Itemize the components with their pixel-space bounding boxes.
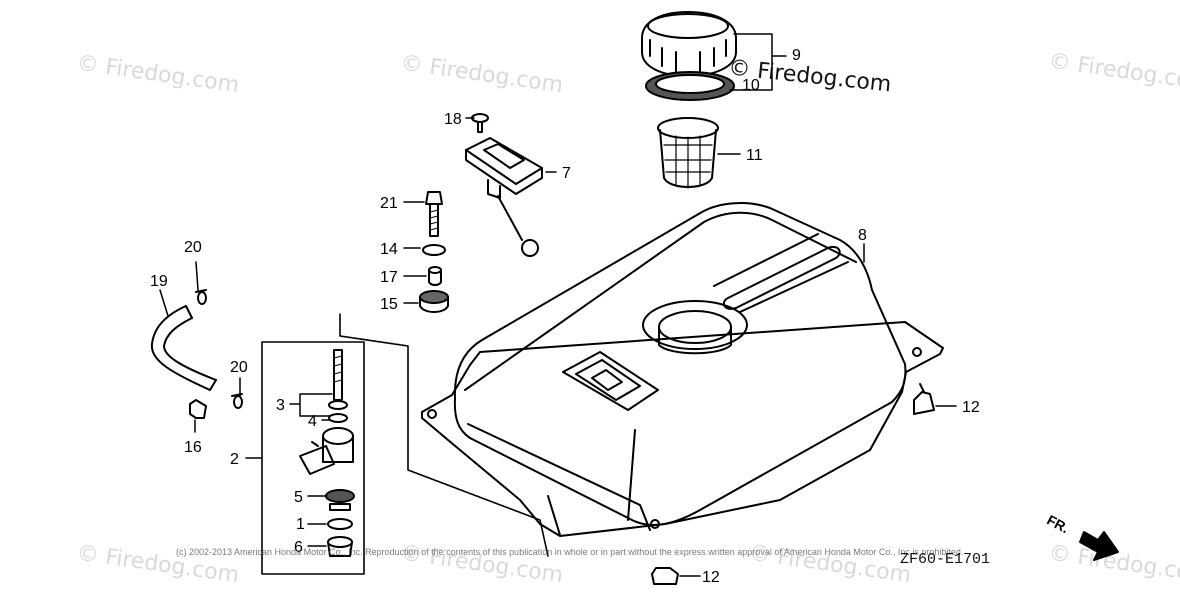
hose-clip-upper: [195, 289, 207, 305]
fuel-strainer: [657, 117, 719, 189]
callout-12-right: 12: [962, 399, 980, 416]
callout-8: 8: [858, 227, 867, 244]
o-ring-4: [328, 413, 348, 423]
callout-4: 4: [308, 413, 317, 430]
leader-lines: [159, 33, 957, 577]
fuel-cock-assembly-box: [261, 313, 549, 575]
callout-12-bottom: 12: [702, 569, 720, 586]
hose-end-16: [189, 399, 207, 419]
bolt-21: [425, 191, 443, 237]
fuel-cup-6: [327, 536, 353, 557]
callout-2: 2: [230, 451, 239, 468]
diagram-code: ZF60-E1701: [900, 551, 991, 568]
callout-16: 16: [184, 439, 202, 456]
collar-17: [428, 266, 442, 286]
fuel-gauge: [465, 137, 543, 257]
callout-19: 19: [150, 273, 168, 290]
callout-20-lower: 20: [230, 359, 248, 376]
fuel-hose: [150, 305, 217, 391]
callout-20-upper: 20: [184, 239, 202, 256]
callout-10: 10: [742, 77, 760, 94]
fuel-cap: [641, 11, 737, 77]
o-ring-1: [327, 518, 353, 530]
front-arrow-icon: [1079, 531, 1119, 561]
copyright-notice: (c) 2002-2013 American Honda Motor Co., …: [176, 547, 964, 557]
cap-gasket: [645, 71, 735, 101]
tank-mount-12-lower: [651, 567, 679, 585]
callout-18: 18: [444, 111, 462, 128]
fuel-cup-5: [325, 489, 355, 511]
rubber-mount-15: [419, 290, 449, 313]
callout-15: 15: [380, 296, 398, 313]
callout-11: 11: [746, 147, 763, 164]
callout-9: 9: [792, 47, 801, 64]
screw-18: [471, 113, 489, 133]
callout-17: 17: [380, 269, 398, 286]
front-direction-label: FR.: [1044, 511, 1071, 536]
callout-7: 7: [562, 165, 571, 182]
callout-21: 21: [380, 195, 398, 212]
callout-14: 14: [380, 241, 398, 258]
callout-3: 3: [276, 397, 285, 414]
callout-5: 5: [294, 489, 303, 506]
washer-14: [422, 244, 446, 256]
callout-labels: 9 10 11 7 18 21 14 17 15 20 19 20 16 3 4…: [150, 47, 1072, 586]
fuel-cock-body-2: [299, 427, 354, 475]
tank-mount-12: [913, 383, 935, 415]
fuel-tank: [421, 202, 944, 537]
fuel-cock-strainer-pipe-3: [328, 349, 348, 410]
callout-1: 1: [296, 516, 305, 533]
callout-6: 6: [294, 539, 303, 556]
